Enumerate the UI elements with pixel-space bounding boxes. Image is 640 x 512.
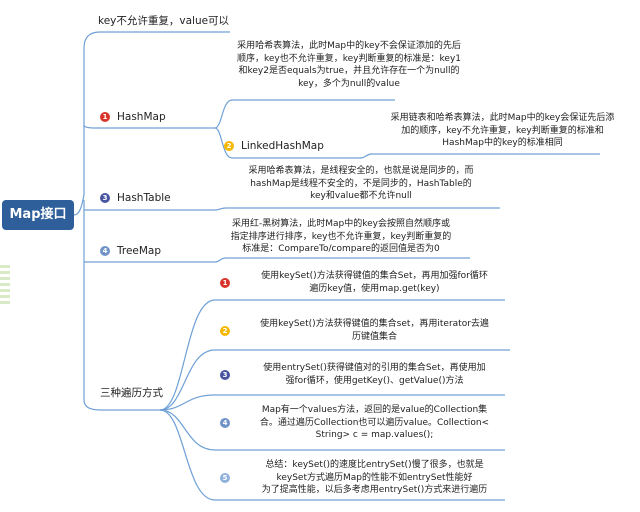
traversal-item[interactable]: 3 使用entrySet()获得键值对的引用的集合Set，再使用加 强for循环… [220, 362, 520, 387]
number-badge-icon: 2 [224, 141, 234, 151]
traversal-item-text: 总结：keySet()的速度比entrySet()慢了很多，也就是 keySet… [261, 460, 488, 495]
traversal-item[interactable]: 4 Map有一个values方法，返回的是value的Collection集 合… [220, 404, 520, 442]
number-badge-icon: 4 [220, 417, 230, 428]
traversal-item[interactable]: 5 总结：keySet()的速度比entrySet()慢了很多，也就是 keyS… [220, 459, 520, 497]
traversal-item-text: Map有一个values方法，返回的是value的Collection集 合。通… [259, 405, 490, 440]
linkedhashmap-description: 采用链表和哈希表算法，此时Map中的key会保证先后添 加的顺序，key不允许重… [390, 113, 615, 148]
treemap-description: 采用红-黑树算法，此时Map中的key会按照自然顺序或 指定排序进行排序，key… [230, 219, 452, 254]
topic-traversal[interactable]: 三种遍历方式 [100, 387, 163, 399]
edge-decoration [0, 265, 10, 305]
number-badge-icon: 5 [220, 472, 230, 483]
number-badge-icon: 3 [100, 193, 110, 203]
topic-key-rule[interactable]: key不允许重复，value可以 [98, 15, 230, 27]
traversal-item-text: 使用entrySet()获得键值对的引用的集合Set，再使用加 强for循环，使… [263, 363, 486, 386]
topic-label: TreeMap [117, 245, 162, 257]
traversal-item[interactable]: 1 使用keySet()方法获得键值的集合Set，再用加强for循环 遍历key… [220, 270, 520, 295]
number-badge-icon: 2 [220, 325, 230, 336]
topic-treemap[interactable]: 4 TreeMap [100, 245, 161, 257]
topic-label: HashMap [117, 111, 166, 123]
topic-label: LinkedHashMap [241, 140, 324, 152]
hashtable-description: 采用哈希表算法，是线程安全的，也就是说是同步的，而 hashMap是线程不安全的… [248, 166, 474, 201]
topic-linkedhashmap[interactable]: 2 LinkedHashMap [224, 140, 324, 152]
traversal-item[interactable]: 2 使用keySet()方法获得键值的集合set，再用iterator去遍 历键… [220, 318, 520, 343]
number-badge-icon: 1 [100, 112, 110, 122]
root-node[interactable]: Map接口 [2, 200, 74, 230]
topic-hashmap[interactable]: 1 HashMap [100, 111, 166, 123]
topic-label: HashTable [117, 192, 171, 204]
traversal-item-text: 使用keySet()方法获得键值的集合set，再用iterator去遍 历键值集… [260, 319, 489, 342]
number-badge-icon: 3 [220, 369, 230, 380]
number-badge-icon: 1 [220, 277, 230, 288]
number-badge-icon: 4 [100, 246, 110, 256]
traversal-item-text: 使用keySet()方法获得键值的集合Set，再用加强for循环 遍历key值，… [261, 271, 488, 294]
topic-hashtable[interactable]: 3 HashTable [100, 192, 171, 204]
hashmap-description: 采用哈希表算法，此时Map中的key不会保证添加的先后 顺序，key也不允许重复… [237, 41, 461, 89]
